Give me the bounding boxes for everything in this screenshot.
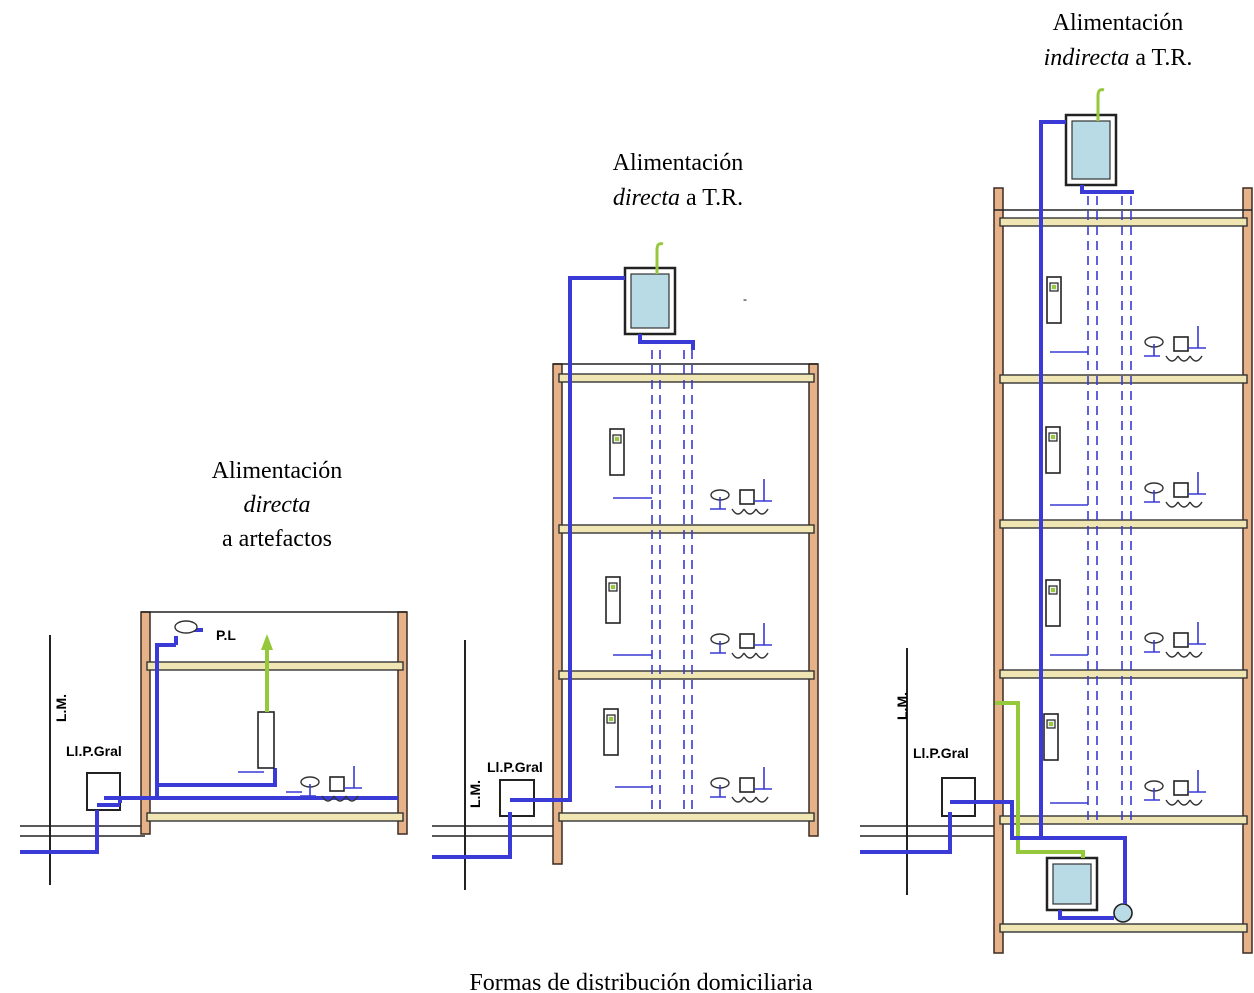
tank-vent-icon: [655, 242, 664, 274]
wall: [552, 363, 563, 865]
meter-box: [941, 777, 976, 817]
bathroom-fixtures: [1143, 769, 1207, 806]
slab: [999, 815, 1248, 825]
panel-direct-fixtures: Alimentación directa a artefactos L.M. L…: [20, 458, 408, 885]
branch-pipe: [613, 497, 652, 788]
bathroom-fixtures: [709, 622, 773, 659]
slab: [146, 812, 404, 822]
water-heater-icon: [605, 576, 621, 624]
vent-arrow-icon: [261, 634, 273, 650]
slab: [999, 669, 1248, 679]
panel2-title-line2: directa a T.R.: [613, 185, 743, 211]
wall: [140, 611, 151, 835]
water-heater-icon: [1045, 426, 1061, 474]
sink-icon: [174, 620, 198, 634]
lm-label: L.M.: [467, 780, 483, 808]
slab: [999, 374, 1248, 384]
tank-water: [630, 273, 670, 329]
panel1-title-line2: directa: [243, 492, 310, 518]
panel1-title-line1: Alimentación: [212, 458, 343, 484]
panel-indirect-tank: Alimentación indirecta a T.R. L.M. Ll.P.…: [860, 10, 1253, 954]
panel3-title-line2: indirecta a T.R.: [1044, 45, 1193, 71]
tank-vent-icon: [1096, 88, 1105, 121]
slab: [146, 661, 404, 671]
lm-label: L.M.: [53, 694, 69, 722]
branch-pipe: [1050, 351, 1088, 804]
slab: [558, 670, 815, 680]
tank-water: [1071, 120, 1111, 180]
bathroom-fixtures: [1143, 621, 1207, 658]
branch-pipe: [238, 771, 302, 793]
water-heater-icon: [603, 708, 619, 756]
wall: [1242, 187, 1253, 954]
downpipe: [1087, 196, 1132, 820]
bathroom-fixtures: [1143, 325, 1207, 362]
water-heater-icon: [1043, 713, 1059, 761]
figure-caption: Formas de distribución domiciliaria: [469, 970, 813, 993]
slab: [999, 217, 1248, 227]
slab: [558, 812, 815, 822]
pump-icon: [1113, 903, 1133, 923]
wall: [993, 187, 1004, 954]
panel2-title-line1: Alimentación: [613, 150, 744, 176]
wall: [397, 611, 408, 835]
lm-label: L.M.: [894, 692, 910, 720]
main-valve-label: Ll.P.Gral: [913, 745, 969, 761]
bathroom-fixtures: [299, 765, 363, 802]
slab: [999, 923, 1248, 933]
water-heater-icon: [1045, 579, 1061, 627]
water-heater: [257, 711, 275, 769]
slab: [999, 519, 1248, 529]
slab: [558, 524, 815, 534]
panel3-title-line1: Alimentación: [1053, 10, 1184, 36]
pl-label: P.L: [216, 627, 236, 643]
cistern-water: [1052, 863, 1092, 905]
bathroom-fixtures: [709, 766, 773, 803]
water-supply-pipe: [860, 120, 1134, 920]
wall: [808, 363, 819, 837]
slab: [558, 373, 815, 383]
water-heater-icon: [609, 428, 625, 476]
vent-pipe: [995, 701, 1085, 858]
water-supply-pipe: [432, 276, 695, 859]
main-valve-label: Ll.P.Gral: [66, 743, 122, 759]
panel1-title-line3: a artefactos: [222, 526, 332, 552]
downpipe: [651, 350, 693, 810]
water-supply-pipe: [20, 636, 398, 854]
bathroom-fixtures: [709, 478, 773, 515]
panel-direct-tank: Alimentación directa a T.R. L.M. Ll.P.Gr…: [432, 150, 819, 890]
water-heater-icon: [1046, 276, 1062, 324]
bathroom-fixtures: [1143, 471, 1207, 508]
stray-mark: -: [743, 292, 747, 306]
main-valve-label: Ll.P.Gral: [487, 759, 543, 775]
